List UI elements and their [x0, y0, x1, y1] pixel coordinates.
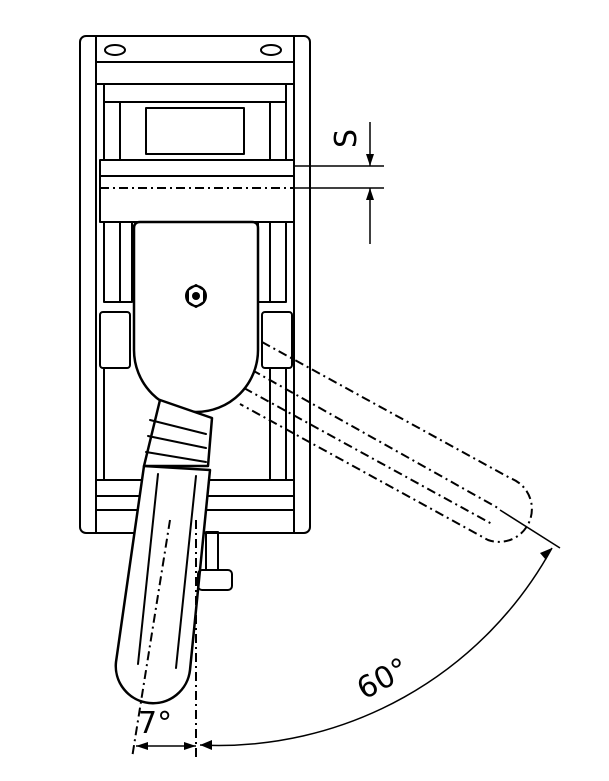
handle-swung-position — [239, 341, 533, 543]
housing — [79, 35, 311, 534]
mount-hole-right — [260, 44, 282, 56]
centerlines — [131, 519, 197, 759]
gap-label-s: S — [329, 129, 364, 148]
handle-current-position — [114, 398, 233, 705]
dimension-s: S — [294, 122, 384, 244]
clamp-arm — [132, 220, 260, 414]
mount-hole-left — [104, 44, 126, 56]
dimension-7-degrees: 7° — [136, 706, 196, 750]
dimension-60-degrees: 60° — [199, 509, 561, 750]
angle-label-60: 60° — [351, 651, 414, 707]
angle-label-7: 7° — [138, 706, 172, 741]
